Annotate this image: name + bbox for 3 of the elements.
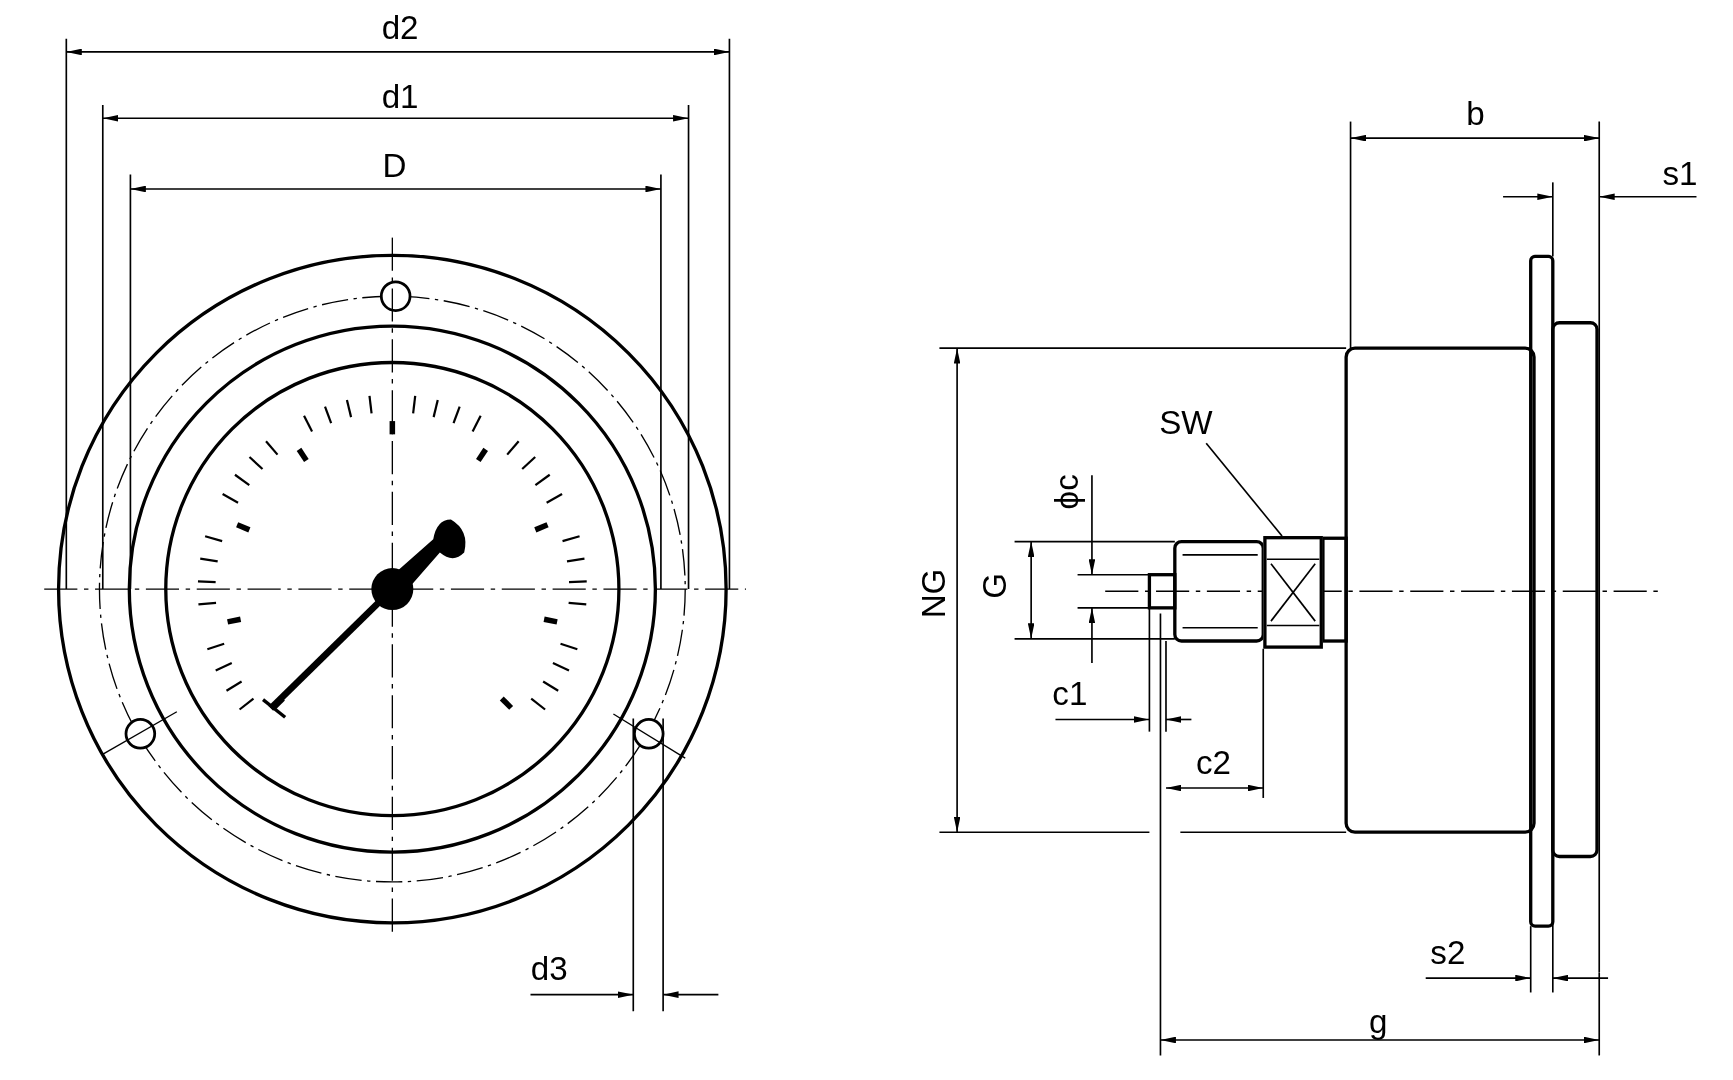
dimension-label: SW: [1159, 406, 1213, 440]
leader-line: [1205, 442, 1283, 537]
hex-nut: [1263, 536, 1323, 649]
